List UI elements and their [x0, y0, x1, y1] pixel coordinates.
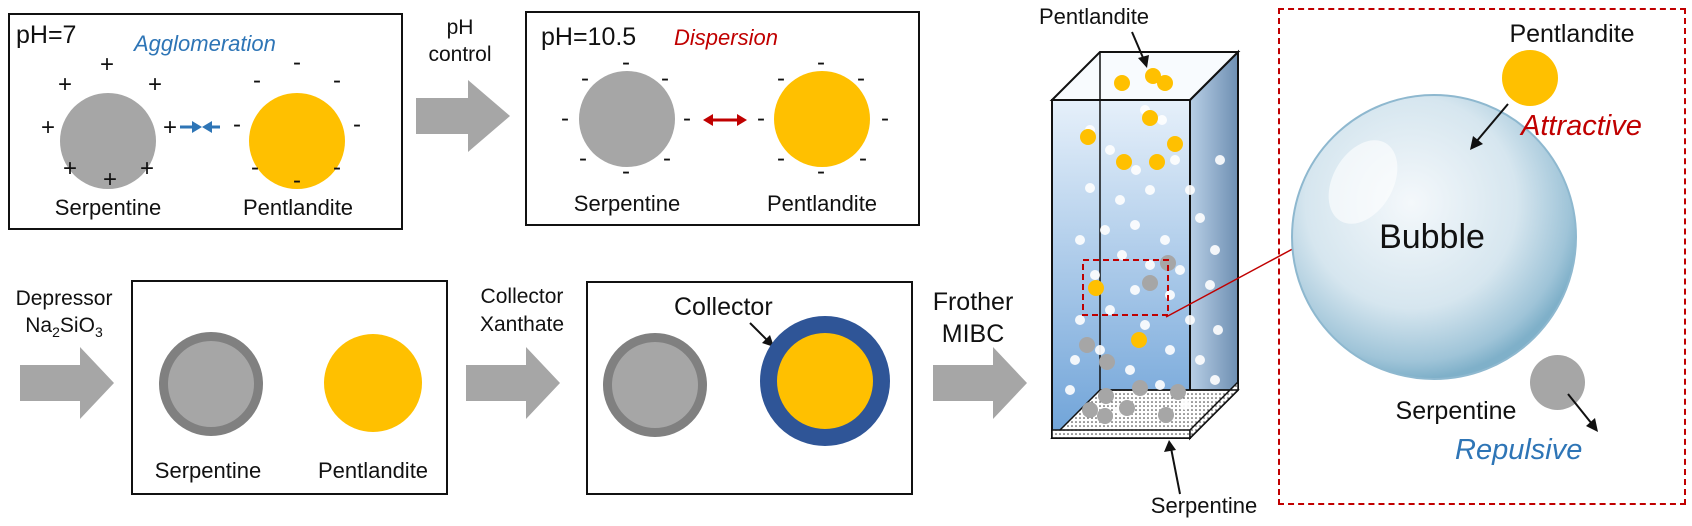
- minus-sign: -: [581, 65, 589, 92]
- frother-line1: Frother: [932, 288, 1014, 316]
- minus-sign: -: [579, 145, 587, 172]
- right-arrow-icon: [466, 347, 560, 419]
- minus-sign: -: [757, 105, 765, 132]
- zoom-serpentine-particle: [1530, 355, 1585, 410]
- collector-step-label: Collector Xanthate: [480, 283, 564, 339]
- minus-sign: -: [253, 67, 261, 94]
- plus-sign: +: [162, 114, 178, 141]
- ph-control-line1: pH: [446, 16, 474, 39]
- plus-sign: +: [57, 71, 73, 98]
- pentlandite-particle: [324, 334, 422, 432]
- serpentine-label: Serpentine: [154, 458, 262, 483]
- ph7-label: pH=7: [16, 21, 77, 49]
- minus-sign: -: [683, 105, 691, 132]
- minus-sign: -: [661, 65, 669, 92]
- plus-sign: +: [102, 166, 118, 193]
- depressor-line1: Depressor: [15, 287, 113, 310]
- formula-sio: SiO: [59, 314, 95, 337]
- minus-sign: -: [817, 158, 825, 185]
- minus-sign: -: [817, 49, 825, 76]
- collector-line1: Collector: [480, 285, 564, 308]
- pentlandite-label: Pentlandite: [242, 195, 354, 220]
- depressor-label: Depressor Na2SiO3: [16, 285, 113, 346]
- serpentine-label: Serpentine: [573, 191, 681, 216]
- plus-sign: +: [99, 51, 115, 78]
- pentlandite-collector-particle: [760, 316, 890, 446]
- repulsive-label: Repulsive: [1455, 434, 1583, 466]
- ph105-label: pH=10.5: [541, 23, 637, 51]
- minus-sign: -: [859, 145, 867, 172]
- ph-control-line2: control: [428, 43, 492, 66]
- ph-control-label: pH control: [428, 14, 491, 68]
- zoom-pentlandite-particle: [1502, 50, 1558, 106]
- right-arrow-icon: [416, 80, 510, 152]
- plus-sign: +: [139, 155, 155, 182]
- minus-sign: -: [857, 65, 865, 92]
- plus-sign: +: [147, 71, 163, 98]
- pointer-arrow-icon: [1164, 440, 1181, 495]
- minus-sign: -: [333, 67, 341, 94]
- serpentine-particle: [60, 93, 156, 189]
- flotation-column: [1049, 49, 1241, 441]
- serpentine-particle: [579, 71, 675, 167]
- bubble-label: Bubble: [1379, 218, 1485, 256]
- formula-na: Na: [25, 314, 53, 337]
- minus-sign: -: [353, 111, 361, 138]
- minus-sign: -: [622, 49, 630, 76]
- pointer-arrow-icon: [1470, 103, 1509, 150]
- column-serpentine-label: Serpentine: [1150, 493, 1258, 518]
- collector-panel: Collector: [586, 281, 913, 495]
- pointer-arrow-icon: [1131, 31, 1149, 68]
- pentlandite-particle: [249, 93, 345, 189]
- attractive-label: Attractive: [1521, 110, 1642, 142]
- pentlandite-label: Pentlandite: [317, 458, 429, 483]
- plus-sign: +: [40, 114, 56, 141]
- frother-line2: MIBC: [941, 320, 1005, 348]
- depressed-panel: Serpentine Pentlandite: [131, 280, 448, 495]
- minus-sign: -: [293, 167, 301, 194]
- minus-sign: -: [663, 145, 671, 172]
- dispersion-label: Dispersion: [674, 25, 778, 50]
- serpentine-coated-particle: [603, 333, 707, 437]
- attraction-arrow-icon: [180, 121, 220, 133]
- collector-line2: Xanthate: [479, 313, 565, 336]
- minus-sign: -: [293, 49, 301, 76]
- minus-sign: -: [233, 111, 241, 138]
- minus-sign: -: [622, 158, 630, 185]
- serpentine-coated-particle: [159, 332, 263, 436]
- minus-sign: -: [251, 154, 259, 181]
- minus-sign: -: [561, 105, 569, 132]
- depressor-formula: Na2SiO3: [25, 314, 103, 341]
- dispersion-panel: pH=10.5 Dispersion - - - - - - - - - - -…: [525, 11, 920, 226]
- serpentine-label: Serpentine: [54, 195, 162, 220]
- zoom-panel: Bubble Pentlandite Attractive Serpentine…: [1278, 8, 1686, 505]
- minus-sign: -: [333, 154, 341, 181]
- plus-sign: +: [62, 155, 78, 182]
- formula-sub3: 3: [94, 324, 103, 341]
- minus-sign: -: [777, 65, 785, 92]
- formula-sub2: 2: [52, 324, 60, 341]
- right-arrow-icon: [933, 347, 1027, 419]
- frother-label: Frother MIBC: [933, 286, 1014, 350]
- agglomeration-panel: pH=7 Agglomeration + + + + + + + + - - -…: [8, 13, 403, 230]
- minus-sign: -: [777, 145, 785, 172]
- zoom-pentlandite-label: Pentlandite: [1509, 20, 1635, 48]
- zoom-serpentine-label: Serpentine: [1395, 397, 1517, 425]
- collector-label: Collector: [674, 293, 773, 321]
- minus-sign: -: [881, 105, 889, 132]
- column-pentlandite-label: Pentlandite: [1038, 4, 1150, 29]
- bubble: [1291, 94, 1577, 380]
- pentlandite-label: Pentlandite: [766, 191, 878, 216]
- pentlandite-particle: [774, 71, 870, 167]
- right-arrow-icon: [20, 347, 114, 419]
- agglomeration-label: Agglomeration: [134, 31, 276, 56]
- pointer-arrow-icon: [1567, 393, 1598, 432]
- repulsion-arrow-icon: [703, 114, 747, 126]
